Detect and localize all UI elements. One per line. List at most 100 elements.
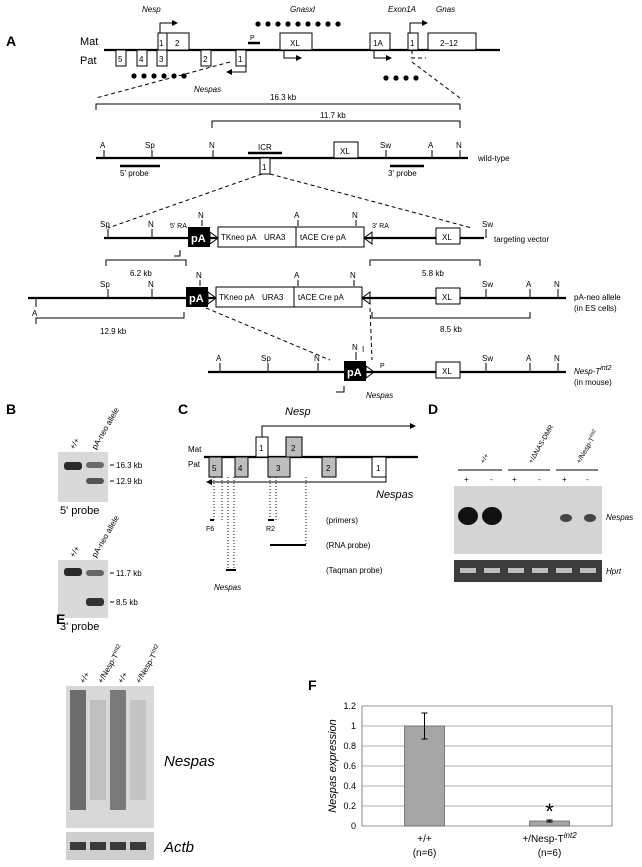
tv-ra3: 3' RA <box>372 223 389 230</box>
svg-text:Sw: Sw <box>482 354 493 363</box>
int2-sites: A Sp N N Sw A N <box>216 343 560 372</box>
svg-text:N: N <box>196 271 202 280</box>
svg-text:A: A <box>216 354 222 363</box>
wt-exon1 <box>259 157 271 175</box>
b-lane-wt-2: +/+ <box>68 544 82 559</box>
tv-loxp-left <box>209 231 219 245</box>
svg-text:-: - <box>586 475 589 484</box>
b2-band-pa-1 <box>86 570 104 576</box>
svg-text:N: N <box>350 271 356 280</box>
chart-n-label: (n=6) <box>413 848 437 859</box>
tv-dist-58: 5.8 kb <box>422 269 444 278</box>
c-nesp-label: Nesp <box>285 406 311 418</box>
svg-text:-: - <box>490 475 493 484</box>
d-band-1 <box>458 507 478 525</box>
tv-xl-label: XL <box>442 233 452 242</box>
pat-exon-5 <box>115 49 127 67</box>
c-pat-exon3 <box>267 456 291 478</box>
svg-text:N: N <box>148 280 154 289</box>
pat-exon-1-label: 1 <box>238 55 243 64</box>
svg-text:N: N <box>198 211 204 220</box>
d-group-wt: +/+ <box>480 453 491 465</box>
c-pat-exon5 <box>208 456 223 478</box>
tv-label: targeting vector <box>494 235 549 244</box>
svg-text:Sw: Sw <box>482 220 493 229</box>
tv-ra5: 5' RA <box>170 223 187 230</box>
panel-label-c: C <box>178 401 188 417</box>
mat-exon-gnas1 <box>407 32 419 51</box>
wt-label: wild-type <box>477 154 510 163</box>
d-band-6 <box>584 514 596 522</box>
panel-label-e: E <box>56 611 65 627</box>
b-probe1: 5' probe <box>60 505 99 517</box>
int2-label: Nesp-Tint2 <box>574 365 612 376</box>
e-lane-3: +/+ <box>116 670 130 685</box>
e-actb-bands <box>70 842 146 850</box>
svg-text:A: A <box>294 271 300 280</box>
svg-text:N: N <box>209 141 215 150</box>
c-pat-exon2 <box>321 456 337 478</box>
b-band-wt-1 <box>64 462 82 470</box>
svg-text:N: N <box>148 220 154 229</box>
tv-bracket-62 <box>105 259 187 266</box>
int2-xl-label: XL <box>442 367 452 376</box>
int2-label-2: (in mouse) <box>574 378 612 387</box>
zoom-dash-left <box>95 61 231 99</box>
panel-label-b: B <box>6 401 16 417</box>
methylation-dots-gnasxl <box>255 21 341 27</box>
pn-xl-box <box>435 287 461 305</box>
tv-xl-box <box>435 227 461 245</box>
b-band1-label: 16.3 kb <box>116 461 143 470</box>
c-nespas-probe-label: Nespas <box>214 583 241 592</box>
b-lane-wt: +/+ <box>68 436 82 451</box>
svg-text:N: N <box>314 354 320 363</box>
svg-text:-: - <box>538 475 541 484</box>
c-pat-exon2-label: 2 <box>326 464 331 473</box>
mat-exon-xl-label: XL <box>290 39 300 48</box>
tv-dash-left <box>107 173 263 229</box>
pn-dist-129: 12.9 kb <box>100 327 127 336</box>
c-nespas-arrow-head <box>206 479 212 485</box>
pn-tace: tACE Cre pA <box>298 293 344 302</box>
pn-dist-85: 8.5 kb <box>440 325 462 334</box>
pn-loxp-right <box>361 291 371 305</box>
c-mat: Mat <box>188 445 202 454</box>
pat-exon-3 <box>156 49 168 67</box>
pat-exon-4-label: 4 <box>139 55 144 64</box>
c-pat-exon4 <box>234 456 249 478</box>
pat-label: Pat <box>80 55 97 67</box>
nespas-label: Nespas <box>194 85 221 94</box>
mat-label: Mat <box>80 36 98 48</box>
pn-pa-box <box>186 287 208 307</box>
int2-pa-label: pA <box>347 367 362 379</box>
nesp-arrow <box>159 22 172 33</box>
pn-pa-label: pA <box>189 293 204 305</box>
gnas-arrow-head <box>422 20 428 26</box>
svg-text:Sw: Sw <box>482 280 493 289</box>
d-hprt-label: Hprt <box>606 567 622 576</box>
c-nesp-arrow <box>261 425 412 438</box>
b-probe2: 3' probe <box>60 621 99 633</box>
d-blot <box>454 486 602 554</box>
c-primers-label: (primers) <box>326 516 358 525</box>
chart-category-label: +/+ <box>417 834 432 845</box>
pn-bracket-129 <box>35 312 185 324</box>
pn-xl-label: XL <box>442 293 452 302</box>
b-band-pa-1 <box>86 462 104 468</box>
e-actb-label: Actb <box>163 839 194 856</box>
c-nespas-arrow <box>212 477 387 483</box>
e-smear-2 <box>90 700 106 800</box>
chart-ytick-label: 0.8 <box>343 741 356 751</box>
nespas-arrow-head <box>226 69 232 75</box>
svg-text:N: N <box>456 141 462 150</box>
chart-n-label: (n=6) <box>538 848 562 859</box>
b2-band-wt <box>64 568 82 576</box>
svg-text:A: A <box>526 354 532 363</box>
gene-nesp-label: Nesp <box>142 5 161 14</box>
pn-tkneo: TKneo pA <box>219 293 255 302</box>
panel-label-f: F <box>308 677 317 693</box>
pat-exon-2-label: 2 <box>203 55 208 64</box>
d-band-5 <box>560 514 572 522</box>
c-pat-exon5-label: 5 <box>212 464 217 473</box>
